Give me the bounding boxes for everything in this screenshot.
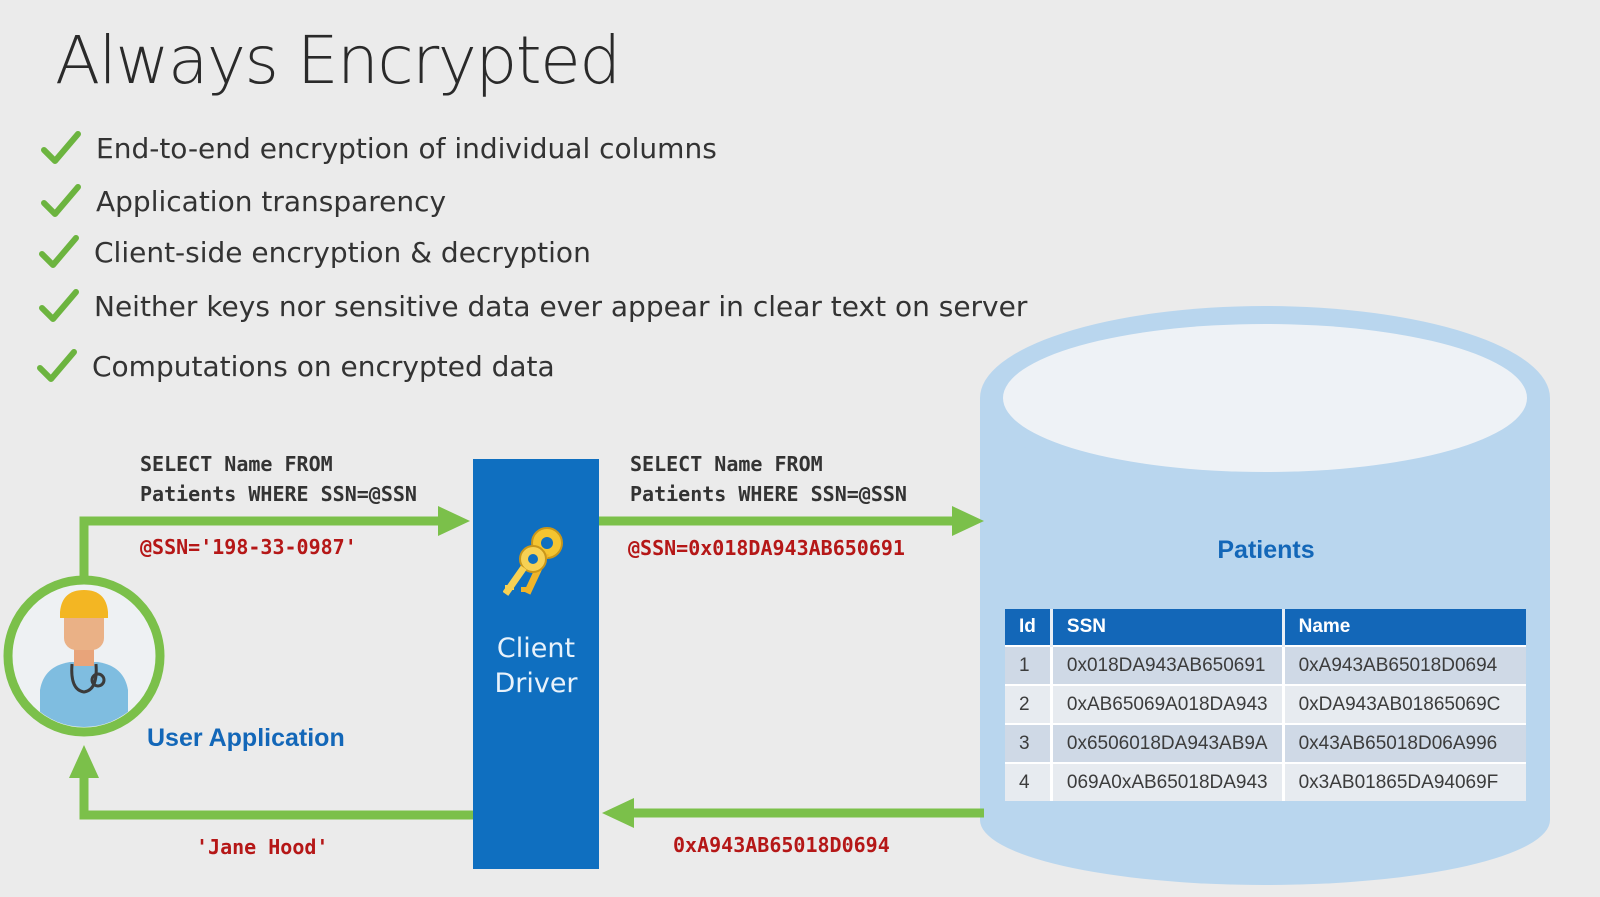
bullet-text: Computations on encrypted data xyxy=(92,350,555,383)
doctor-avatar-icon xyxy=(3,575,165,737)
arrow-query-to-server xyxy=(599,506,984,536)
table-cell: 0xA943AB65018D0694 xyxy=(1283,645,1526,685)
keys-icon xyxy=(503,527,563,596)
query-text-to-driver: SELECT Name FROM Patients WHERE SSN=@SSN xyxy=(140,449,417,509)
driver-label-line: Driver xyxy=(494,668,578,699)
table-row: 3 0x6506018DA943AB9A 0x43AB65018D06A996 xyxy=(1005,723,1526,763)
arrow-query-to-driver xyxy=(79,506,470,578)
table-row: 2 0xAB65069A018DA943 0xDA943AB01865069C xyxy=(1005,684,1526,724)
table-cell: 4 xyxy=(1005,762,1053,801)
column-header: SSN xyxy=(1051,609,1285,646)
table-header-row: Id SSN Name xyxy=(1005,609,1526,646)
patients-table: Id SSN Name 1 0x018DA943AB650691 0xA943A… xyxy=(1005,609,1526,801)
checkmark-icon xyxy=(41,184,81,217)
table-cell: 069A0xAB65018DA943 xyxy=(1051,762,1285,801)
checkmark-icon xyxy=(39,235,79,268)
table-cell: 0x018DA943AB650691 xyxy=(1051,645,1285,685)
result-plain: 'Jane Hood' xyxy=(196,835,329,859)
table-cell: 0xAB65069A018DA943 xyxy=(1051,684,1285,724)
table-cell: 0x43AB65018D06A996 xyxy=(1283,723,1526,763)
query-line: Patients WHERE SSN=@SSN xyxy=(140,482,417,506)
column-header: Name xyxy=(1283,609,1526,646)
query-line: SELECT Name FROM xyxy=(140,452,333,476)
arrow-result-to-user xyxy=(69,745,473,820)
arrow-result-to-driver xyxy=(602,798,984,828)
table-cell: 1 xyxy=(1005,645,1053,685)
table-cell: 2 xyxy=(1005,684,1053,724)
checkmark-icon xyxy=(41,131,81,164)
result-encrypted: 0xA943AB65018D0694 xyxy=(673,833,890,857)
table-row: 1 0x018DA943AB650691 0xA943AB65018D0694 xyxy=(1005,645,1526,685)
patients-table-title: Patients xyxy=(1217,536,1315,564)
user-application-label: User Application xyxy=(147,724,345,752)
table-cell: 3 xyxy=(1005,723,1053,763)
param-encrypted: @SSN=0x018DA943AB650691 xyxy=(628,536,905,560)
slide-title: Always Encrypted xyxy=(55,22,621,99)
table-row: 4 069A0xAB65018DA943 0x3AB01865DA94069F xyxy=(1005,762,1526,801)
bullet-text: Application transparency xyxy=(96,185,447,218)
client-driver-label: Client Driver xyxy=(473,631,599,701)
query-text-to-server: SELECT Name FROM Patients WHERE SSN=@SSN xyxy=(630,449,907,509)
table-cell: 0xDA943AB01865069C xyxy=(1283,684,1526,724)
table-cell: 0x6506018DA943AB9A xyxy=(1051,723,1285,763)
param-plain: @SSN='198-33-0987' xyxy=(140,535,357,559)
driver-label-line: Client xyxy=(496,633,576,664)
checkmark-icon xyxy=(39,289,79,322)
bullet-text: Neither keys nor sensitive data ever app… xyxy=(94,290,1028,323)
query-line: Patients WHERE SSN=@SSN xyxy=(630,482,907,506)
bullet-text: End-to-end encryption of individual colu… xyxy=(96,132,717,165)
client-driver-box: Client Driver xyxy=(473,459,599,869)
bullet-text: Client-side encryption & decryption xyxy=(94,236,591,269)
column-header: Id xyxy=(1005,609,1053,646)
checkmark-icon xyxy=(37,349,77,382)
table-cell: 0x3AB01865DA94069F xyxy=(1283,762,1526,801)
query-line: SELECT Name FROM xyxy=(630,452,823,476)
